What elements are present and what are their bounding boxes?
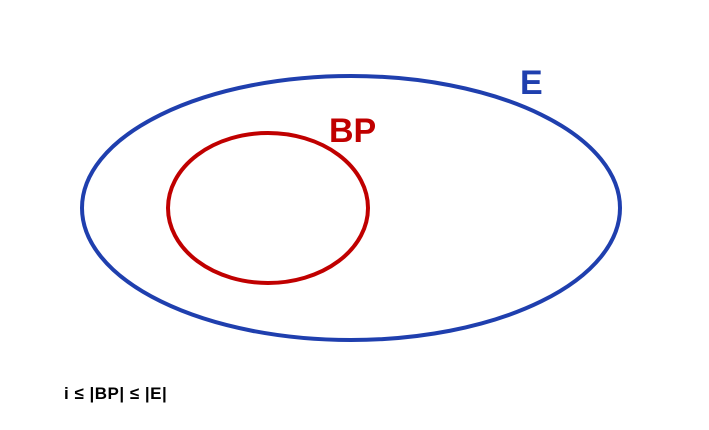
outer-set-label: E xyxy=(520,64,543,102)
outer-set-e-ellipse xyxy=(80,74,622,342)
inner-set-label: BP xyxy=(329,112,376,150)
inner-set-bp-ellipse xyxy=(166,131,370,285)
cardinality-inequality: i ≤ |BP| ≤ |E| xyxy=(64,384,168,403)
